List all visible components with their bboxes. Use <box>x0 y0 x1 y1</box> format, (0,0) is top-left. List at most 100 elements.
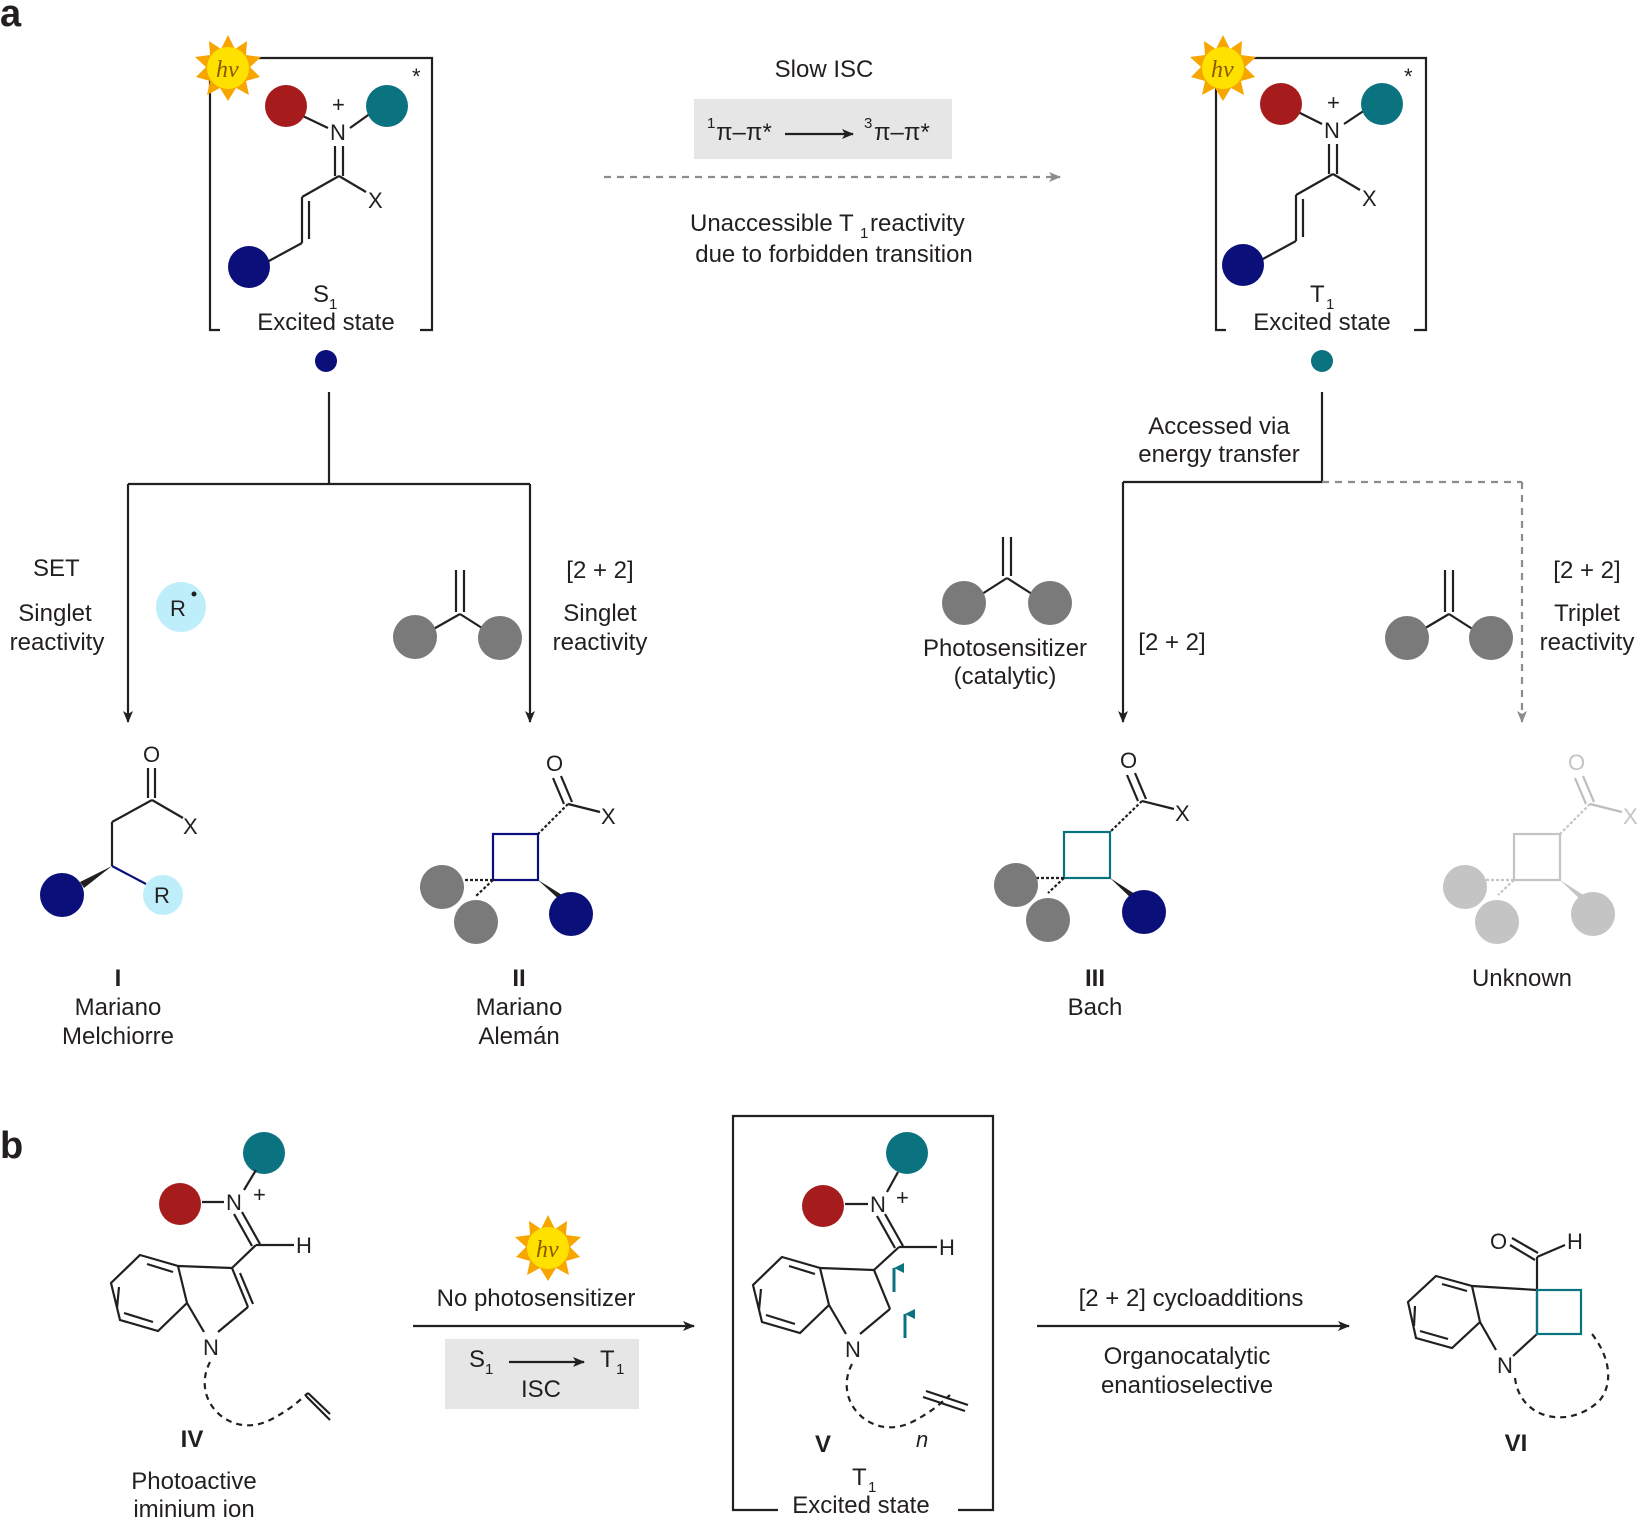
bracket-box <box>731 1114 995 1512</box>
svg-text:N: N <box>226 1190 242 1215</box>
svg-text:+: + <box>896 1185 909 1210</box>
atom-n: N <box>1324 118 1340 143</box>
plus-charge: + <box>332 92 345 117</box>
cyclo-label-singlet: [2 + 2] <box>566 557 633 584</box>
bracket-right <box>232 56 434 332</box>
product-I-num: I <box>115 965 122 992</box>
svg-text:X: X <box>1623 804 1638 829</box>
svg-text:T: T <box>600 1346 615 1373</box>
product-I-structure: O X R <box>40 742 198 917</box>
singlet-branch-arrows <box>123 392 535 723</box>
hv-label: hv <box>1211 57 1234 83</box>
singlet-label-1: Singlet <box>18 600 92 627</box>
teal-substituent <box>366 85 408 127</box>
bracket-left <box>1214 56 1226 332</box>
svg-text:R: R <box>154 883 170 908</box>
plus-charge: + <box>1327 90 1340 115</box>
alkene-reagent-triplet <box>1385 570 1513 660</box>
navy-substituent <box>228 246 270 288</box>
accessed-label-1: Accessed via <box>1148 413 1290 440</box>
t1-excited-state-label: Excited state <box>1253 309 1390 336</box>
atom-x: X <box>368 188 383 213</box>
svg-text:+: + <box>253 1182 266 1207</box>
svg-text:X: X <box>183 814 198 839</box>
s1-excited-state-label: Excited state <box>257 309 394 336</box>
singlet-dot <box>315 350 337 372</box>
svg-text:H: H <box>939 1235 955 1260</box>
product-III-num: III <box>1085 965 1105 992</box>
product-II-line2: Alemán <box>478 1023 559 1050</box>
accessed-label-2: energy transfer <box>1138 441 1299 468</box>
svg-text:N: N <box>203 1335 219 1360</box>
svg-text:S: S <box>469 1346 485 1373</box>
cyclo-label-b: [2 + 2] cycloadditions <box>1079 1285 1304 1312</box>
V-t-sub: 1 <box>868 1479 876 1496</box>
star-symbol: * <box>412 64 421 89</box>
svg-text:3: 3 <box>864 115 872 132</box>
product-II-structure: O X <box>420 751 616 944</box>
product-III-line1: Bach <box>1068 994 1123 1021</box>
transition-text: 1 π–π* 3 π–π* <box>707 115 930 146</box>
product-II-num: II <box>512 965 525 992</box>
svg-text:O: O <box>143 742 160 767</box>
svg-text:1: 1 <box>860 225 868 242</box>
triplet-dot <box>1311 350 1333 372</box>
unaccessible-label: Unaccessible T 1 reactivity due to forbi… <box>690 210 973 268</box>
svg-text:1: 1 <box>485 1361 493 1378</box>
triplet-branch-arrows <box>1118 392 1527 723</box>
isc-box <box>445 1339 639 1409</box>
photosensitizer-label-1: Photosensitizer <box>923 635 1087 662</box>
radical-r-label: R <box>170 596 186 621</box>
transition-box <box>694 99 952 159</box>
V-t-letter: T <box>852 1464 867 1491</box>
svg-text:O: O <box>1490 1229 1507 1254</box>
product-VI-structure: O H N <box>1406 1229 1610 1419</box>
product-II-line1: Mariano <box>476 994 563 1021</box>
atom-n: N <box>330 120 346 145</box>
svg-text:due to forbidden transition: due to forbidden transition <box>695 241 973 268</box>
iminium-IV-num: IV <box>181 1426 204 1453</box>
svg-text:X: X <box>601 804 616 829</box>
set-label: SET <box>33 555 80 582</box>
svg-text:H: H <box>296 1233 312 1258</box>
t1-excited-state-V: N + H N n <box>731 1114 995 1512</box>
hv-label-b: hv <box>536 1237 559 1263</box>
svg-text:O: O <box>1568 750 1585 775</box>
unknown-label: Unknown <box>1472 965 1572 992</box>
slow-isc-label: Slow ISC <box>775 56 874 83</box>
singlet-label-b1: Singlet <box>563 600 637 627</box>
V-num: V <box>815 1431 831 1458</box>
alkene-reagent-singlet <box>393 570 522 660</box>
bracket-right <box>1236 56 1428 332</box>
s1-sub: 1 <box>329 296 337 313</box>
t1-sub: 1 <box>1326 296 1334 313</box>
V-excited-state: Excited state <box>792 1492 929 1519</box>
navy-substituent <box>1222 244 1264 286</box>
bracket-left <box>208 56 220 332</box>
s1-letter: S <box>313 281 329 308</box>
photosensitizer-label-2: (catalytic) <box>954 663 1057 690</box>
svg-text:X: X <box>1175 801 1190 826</box>
panel-b-label: b <box>0 1125 23 1167</box>
svg-text:H: H <box>1567 1229 1583 1254</box>
svg-text:Unaccessible T: Unaccessible T <box>690 210 854 237</box>
s1-excited-state: hv * + N X S 1 Excited state <box>195 35 434 336</box>
svg-text:N: N <box>1497 1353 1513 1378</box>
product-I-line1: Mariano <box>75 994 162 1021</box>
singlet-label-b2: reactivity <box>553 629 648 656</box>
triplet-label-2: reactivity <box>1540 629 1635 656</box>
svg-text:N: N <box>870 1192 886 1217</box>
teal-substituent <box>1361 83 1403 125</box>
cyclo-label-triplet: [2 + 2] <box>1553 557 1620 584</box>
svg-text:O: O <box>546 751 563 776</box>
no-photosensitizer-label: No photosensitizer <box>437 1285 636 1312</box>
product-III-structure: O X <box>994 748 1190 942</box>
svg-text:n: n <box>916 1427 928 1452</box>
product-VI-num: VI <box>1505 1430 1528 1457</box>
t1-letter: T <box>1310 281 1325 308</box>
organo-label-2: enantioselective <box>1101 1372 1273 1399</box>
svg-text:1: 1 <box>707 115 715 132</box>
photosensitizer-sphere <box>942 537 1072 625</box>
panel-a-label: a <box>0 0 22 35</box>
